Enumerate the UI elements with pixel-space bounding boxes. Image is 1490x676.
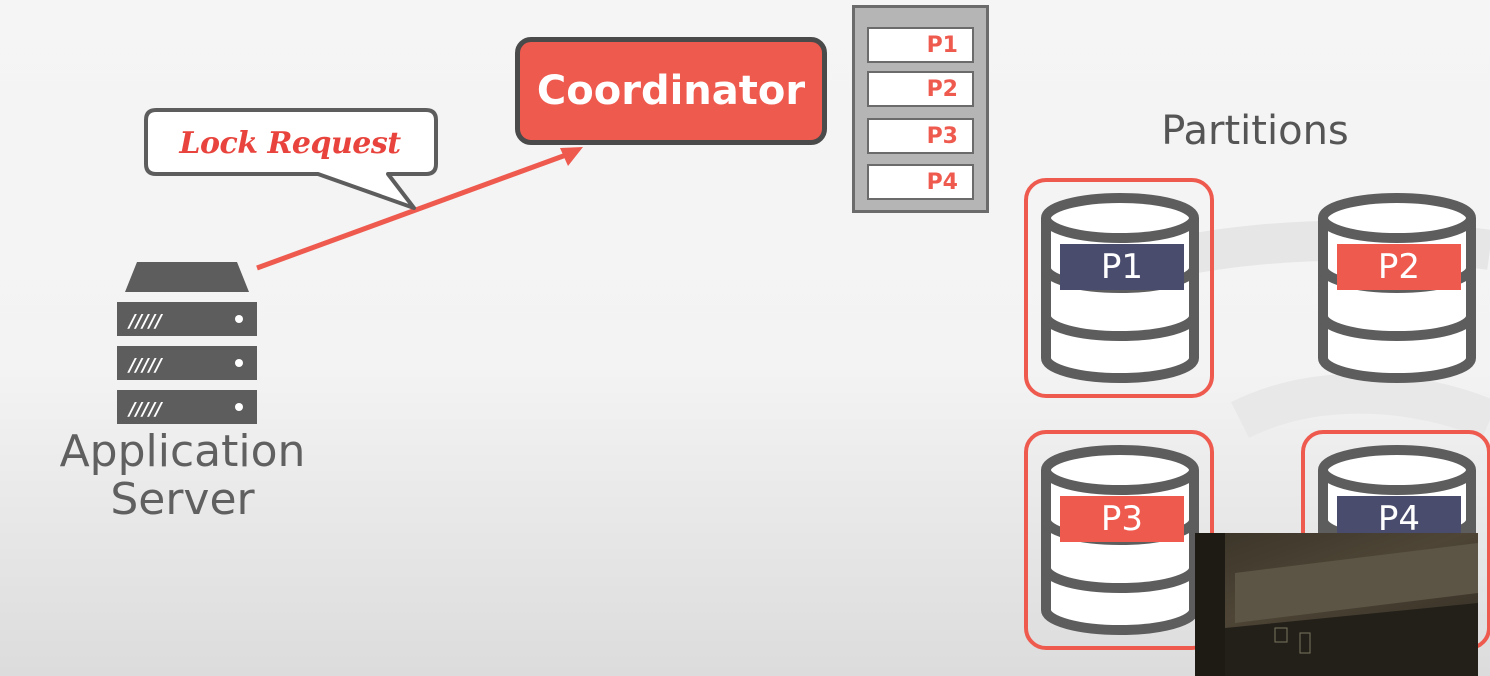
partition-1: P1 xyxy=(1024,178,1218,398)
application-server-label-line2: Server xyxy=(110,474,255,525)
lock-table: P1 P2 P3 P4 xyxy=(852,5,989,213)
partition-label: P3 xyxy=(1100,499,1144,539)
lock-request-label: Lock Request xyxy=(179,125,401,161)
database-icon xyxy=(1041,445,1199,635)
coordinator-label: Coordinator xyxy=(536,68,806,114)
video-frame-image xyxy=(1195,533,1478,676)
database-icon xyxy=(1041,193,1199,383)
lock-table-row: P1 xyxy=(867,27,974,63)
lock-table-row: P4 xyxy=(867,164,974,200)
svg-text://///: ///// xyxy=(127,355,163,376)
svg-text://///: ///// xyxy=(127,399,163,420)
partition-3: P3 xyxy=(1024,430,1218,650)
partition-label: P2 xyxy=(1377,247,1421,287)
svg-text://///: ///// xyxy=(127,311,163,332)
lock-request-bubble xyxy=(144,108,438,210)
partition-label: P1 xyxy=(1100,247,1144,287)
partitions-title: Partitions xyxy=(1161,108,1349,154)
database-icon xyxy=(1318,193,1476,383)
partition-lock-outline xyxy=(1024,178,1214,398)
partition-2: P2 xyxy=(1305,178,1490,398)
server-icon: ///// ///// ///// xyxy=(117,262,257,424)
application-server-label-line1: Application xyxy=(59,426,306,477)
video-overlay xyxy=(1195,533,1478,676)
application-server-label: Application Server xyxy=(40,428,325,524)
lock-table-row: P3 xyxy=(867,118,974,154)
partition-label: P4 xyxy=(1377,499,1421,539)
coordinator-box: Coordinator xyxy=(515,37,827,145)
lock-table-row: P2 xyxy=(867,71,974,107)
